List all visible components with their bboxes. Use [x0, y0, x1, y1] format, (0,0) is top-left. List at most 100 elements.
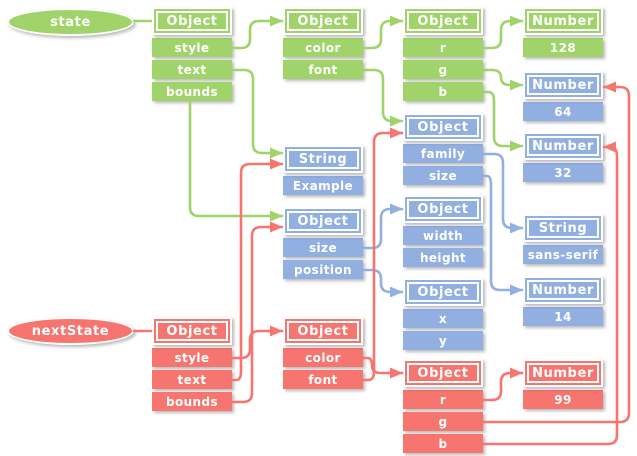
node-header[interactable]: Object [283, 207, 363, 235]
node-title-label: Number [532, 365, 594, 381]
node-header[interactable]: Object [283, 317, 363, 345]
node-header[interactable]: Number [523, 276, 603, 304]
node-header[interactable]: Number [523, 359, 603, 387]
node-title-label: Number [532, 138, 594, 154]
node-state-style[interactable]: Object color font [283, 7, 363, 79]
node-row-color[interactable]: color [283, 348, 363, 367]
node-row-r[interactable]: r [403, 390, 483, 409]
edge-state-root.text-to-shared-text [230, 68, 284, 159]
node-row-family[interactable]: family [403, 144, 483, 163]
node-str-sans-serif[interactable]: String sans-serif [523, 214, 603, 264]
node-num-99[interactable]: Number 99 [523, 359, 603, 409]
node-title-label: Object [417, 119, 469, 135]
node-row-font[interactable]: font [283, 60, 363, 79]
node-row-color[interactable]: color [283, 38, 363, 57]
node-row-14[interactable]: 14 [523, 307, 603, 326]
node-row-text[interactable]: text [152, 60, 232, 79]
node-header[interactable]: String [283, 145, 363, 173]
node-header[interactable]: Object [403, 195, 483, 223]
node-row-font[interactable]: font [283, 370, 363, 389]
node-row-32[interactable]: 32 [523, 163, 603, 182]
node-row-x[interactable]: x [403, 309, 483, 328]
node-header[interactable]: Object [403, 7, 483, 35]
node-title-label: String [538, 220, 588, 236]
node-row-g[interactable]: g [403, 60, 483, 79]
node-row-style[interactable]: style [152, 348, 232, 367]
node-title-label: Object [417, 13, 469, 29]
node-num-128[interactable]: Number 128 [523, 7, 603, 57]
node-row-r[interactable]: r [403, 38, 483, 57]
node-header[interactable]: Object [152, 317, 232, 345]
node-row-example[interactable]: Example [283, 176, 363, 195]
node-header[interactable]: Object [403, 113, 483, 141]
node-header[interactable]: Object [283, 7, 363, 35]
node-shared-font[interactable]: Object family size [403, 113, 483, 185]
node-row-99[interactable]: 99 [523, 390, 603, 409]
node-title-label: Number [532, 282, 594, 298]
node-title-label: Object [297, 13, 349, 29]
node-title-label: Object [417, 284, 469, 300]
variable-label: state [50, 14, 91, 30]
node-row-y[interactable]: y [403, 331, 483, 350]
node-header[interactable]: Number [523, 132, 603, 160]
node-num-14[interactable]: Number 14 [523, 276, 603, 326]
edge-next-root.text-to-shared-text [230, 158, 284, 382]
node-num-32[interactable]: Number 32 [523, 132, 603, 182]
node-next-root[interactable]: Object style text bounds [152, 317, 232, 411]
edge-state-root.style-to-state-style [230, 15, 284, 50]
variable-label: nextState [31, 323, 110, 339]
node-row-size[interactable]: size [403, 166, 483, 185]
node-row-width[interactable]: width [403, 226, 483, 245]
node-shared-size[interactable]: Object width height [403, 195, 483, 267]
node-title-label: Object [297, 323, 349, 339]
node-shared-bounds[interactable]: Object size position [283, 207, 363, 279]
node-header[interactable]: Number [523, 71, 603, 99]
node-row-size[interactable]: size [283, 238, 363, 257]
node-next-style[interactable]: Object color font [283, 317, 363, 389]
node-title-label: Number [532, 13, 594, 29]
node-row-height[interactable]: height [403, 248, 483, 267]
node-header[interactable]: String [523, 214, 603, 242]
edge-shared-font.family-to-str-sans-serif [481, 152, 524, 234]
edge-state-color.b-to-num-32 [481, 90, 524, 152]
node-row-sans-serif[interactable]: sans-serif [523, 245, 603, 264]
node-row-64[interactable]: 64 [523, 102, 603, 121]
node-header[interactable]: Object [403, 359, 483, 387]
node-header[interactable]: Object [403, 278, 483, 306]
node-row-128[interactable]: 128 [523, 38, 603, 57]
node-title-label: Object [417, 201, 469, 217]
node-row-position[interactable]: position [283, 260, 363, 279]
edge-state-root.bounds-to-shared-bounds [188, 99, 284, 222]
edge-next-root.bounds-to-shared-bounds [230, 221, 284, 404]
edge-shared-bounds.size-to-shared-size [361, 203, 404, 250]
node-row-text[interactable]: text [152, 370, 232, 389]
variable-ellipse-state[interactable]: state [7, 8, 134, 36]
node-title-label: Number [532, 77, 594, 93]
node-row-style[interactable]: style [152, 38, 232, 57]
node-header[interactable]: Object [152, 7, 232, 35]
edge-next-color.r-to-num-99 [481, 367, 524, 402]
node-title-label: Object [297, 213, 349, 229]
variable-ellipse-nextState[interactable]: nextState [7, 317, 134, 345]
edge-next-root.style-to-next-style [230, 325, 284, 360]
node-title-label: Object [417, 365, 469, 381]
node-row-g[interactable]: g [403, 412, 483, 431]
node-num-64[interactable]: Number 64 [523, 71, 603, 121]
node-header[interactable]: Number [523, 7, 603, 35]
node-title-label: Object [166, 13, 218, 29]
edge-state-color.r-to-num-128 [481, 15, 524, 50]
edge-next-style.color-to-next-color [361, 356, 404, 379]
edge-next-style.font-to-shared-font [361, 127, 404, 382]
node-row-b[interactable]: b [403, 434, 483, 453]
node-title-label: String [298, 151, 348, 167]
node-state-root[interactable]: Object style text bounds [152, 7, 232, 101]
node-row-bounds[interactable]: bounds [152, 392, 232, 411]
node-row-b[interactable]: b [403, 82, 483, 101]
edge-shared-bounds.position-to-shared-position [361, 268, 404, 298]
node-row-bounds[interactable]: bounds [152, 82, 232, 101]
